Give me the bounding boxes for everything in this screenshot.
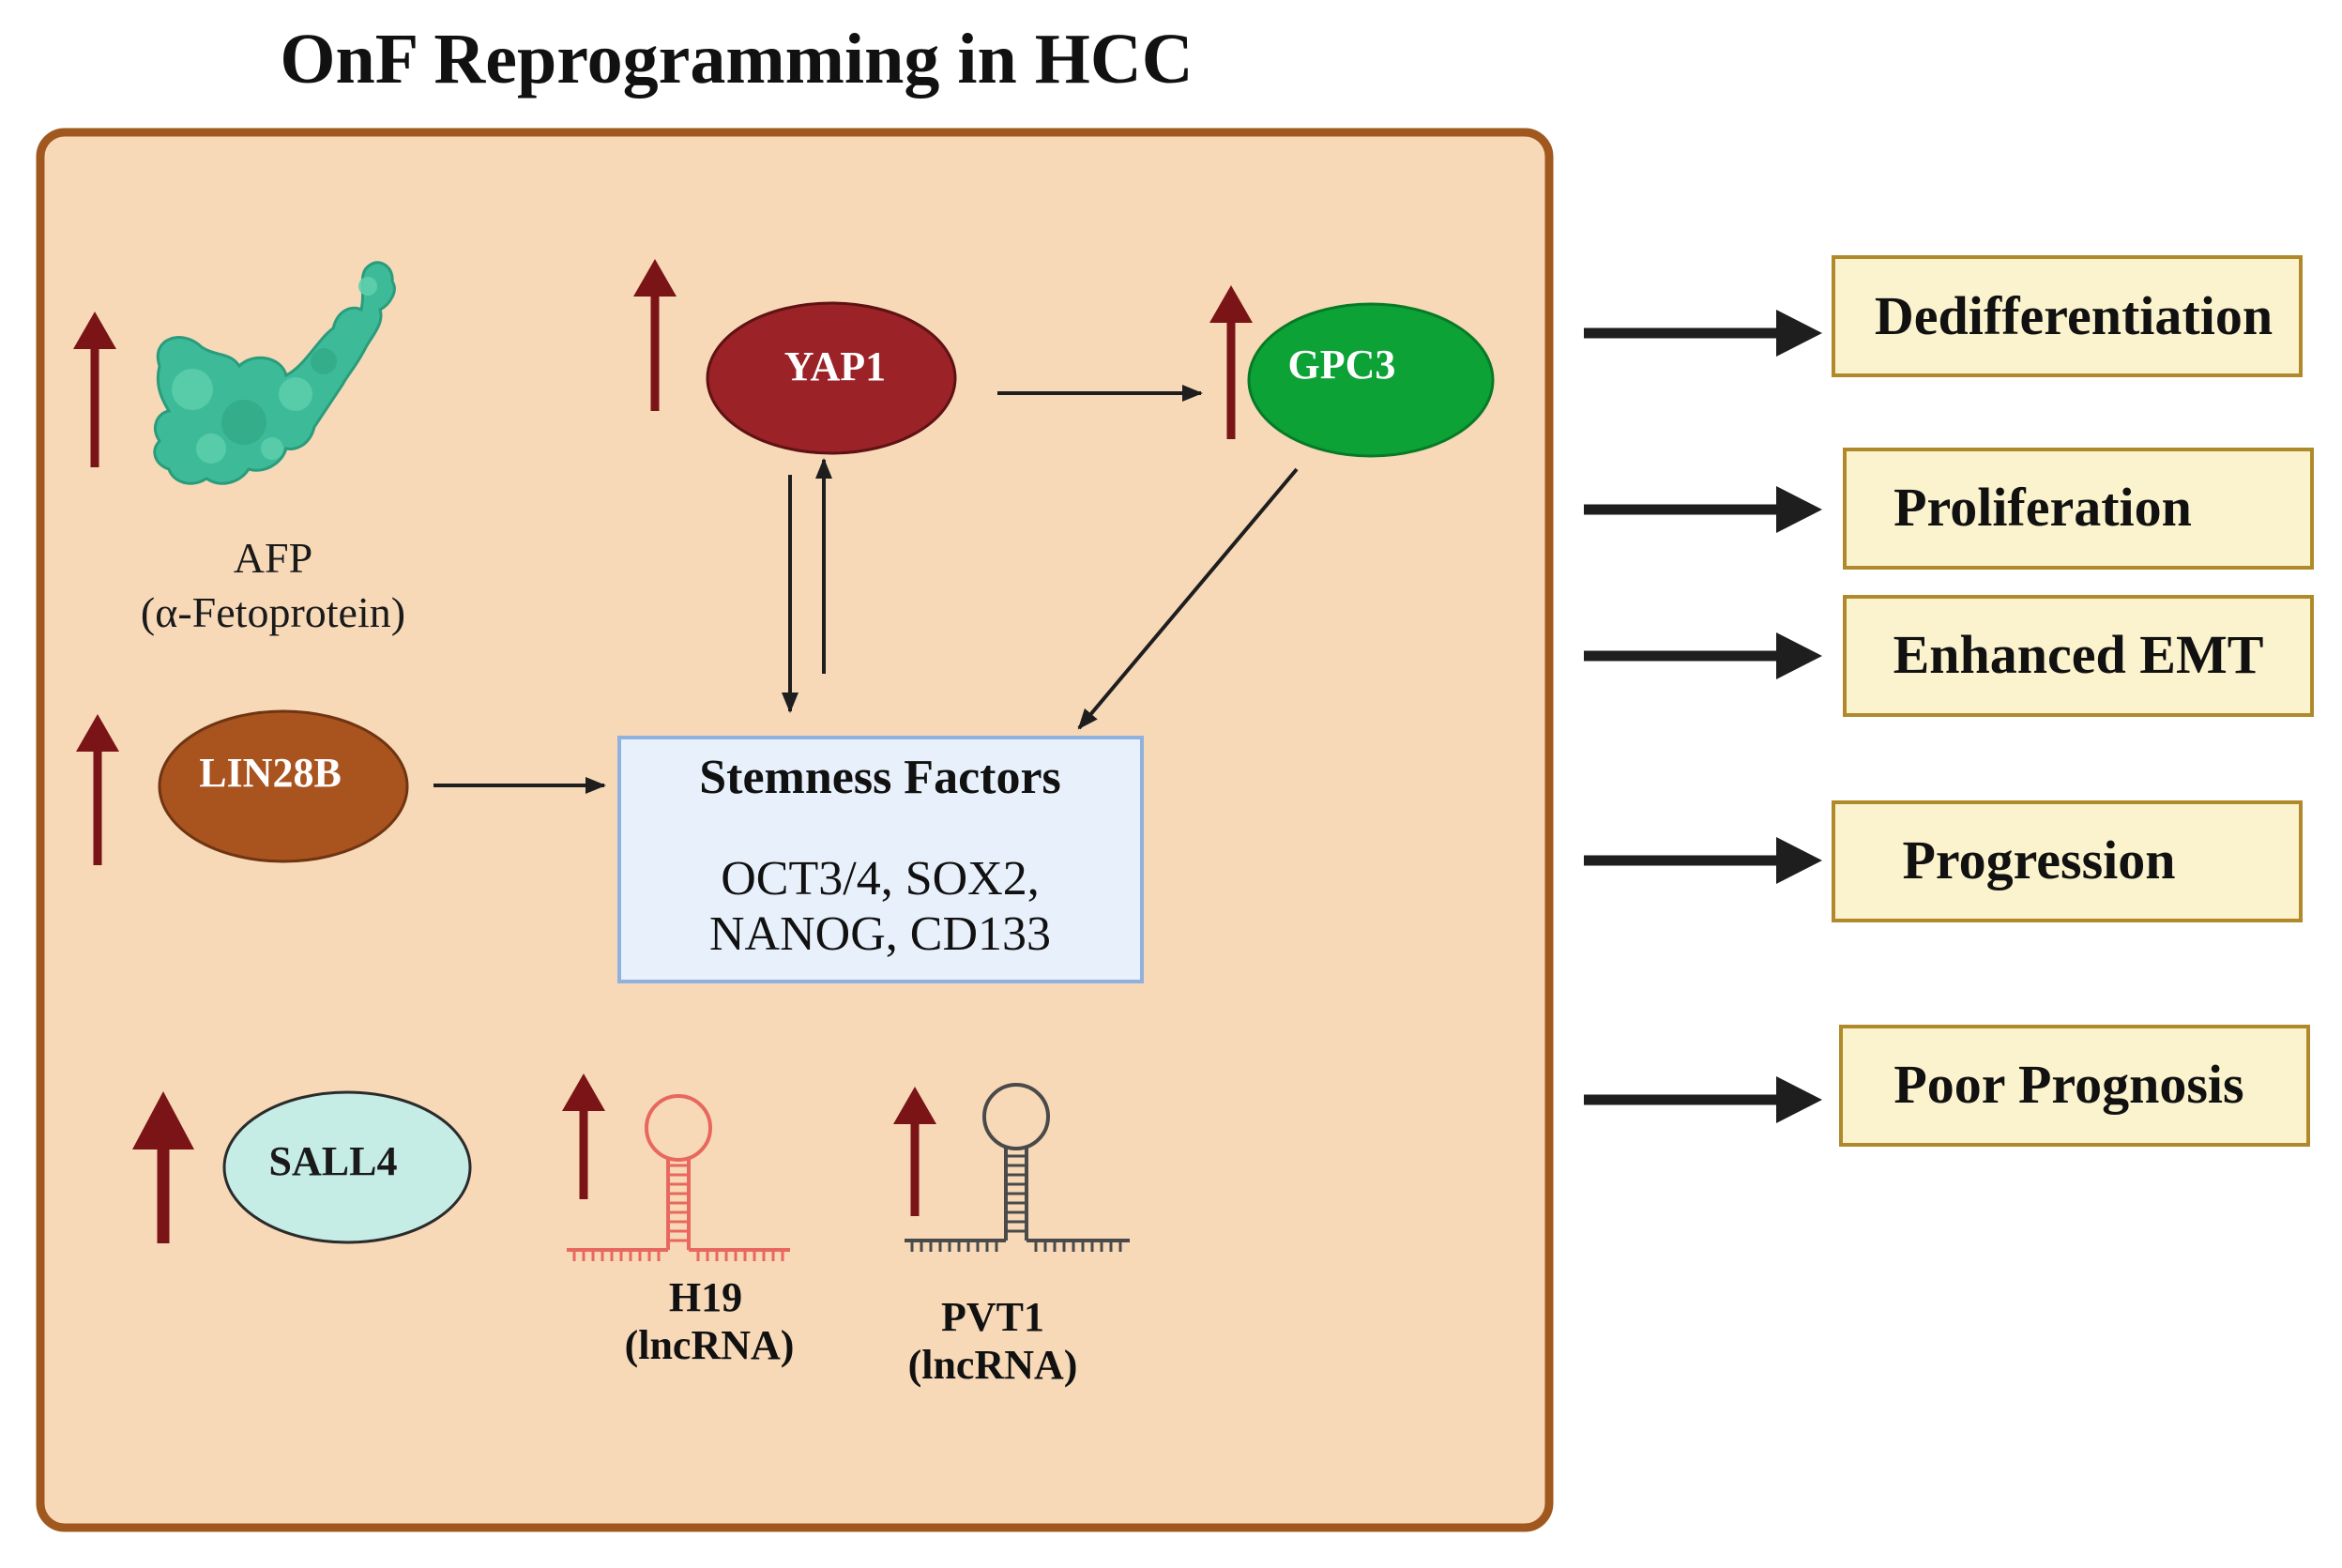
outcome-label: Proliferation xyxy=(1893,477,2192,538)
outcome-label: Poor Prognosis xyxy=(1893,1054,2243,1115)
afp-up-arrow xyxy=(73,312,116,467)
stemness-factors-box: Stemness Factors OCT3/4, SOX2, NANOG, CD… xyxy=(617,736,1144,983)
outcome-box xyxy=(1832,255,2303,377)
outcome-label: Dedifferentiation xyxy=(1875,285,2273,346)
outcome-poor-prognosis: Poor Prognosis xyxy=(1584,1025,2310,1147)
outcome-progression: Progression xyxy=(1584,800,2303,922)
h19-label: H19 xyxy=(669,1274,742,1320)
stemness-line-2: NANOG, CD133 xyxy=(709,907,1051,961)
gpc3-label: GPC3 xyxy=(1288,342,1396,388)
outcome-enhanced-emt: Enhanced EMT xyxy=(1584,595,2314,717)
gpc3-up-arrow xyxy=(1209,285,1253,439)
afp-node: AFP (α-Fetoprotein) xyxy=(73,261,405,636)
outcome-arrow xyxy=(1584,486,1822,533)
afp-protein-icon xyxy=(153,261,396,485)
h19-up-arrow xyxy=(562,1073,605,1199)
outcome-arrow xyxy=(1584,1076,1822,1123)
sall4-label: SALL4 xyxy=(269,1138,398,1184)
yap1-label: YAP1 xyxy=(784,343,886,389)
stemness-line-1: OCT3/4, SOX2, xyxy=(721,852,1039,906)
outcome-label: Progression xyxy=(1902,830,2175,891)
outcome-box xyxy=(1843,595,2314,717)
outcome-arrow xyxy=(1584,310,1822,357)
outcome-dedifferentiation: Dedifferentiation xyxy=(1584,255,2303,377)
pvt1-node: PVT1 (lncRNA) xyxy=(893,1083,1130,1388)
stemness-factors-rect xyxy=(617,736,1144,983)
outcome-label: Enhanced EMT xyxy=(1893,624,2264,685)
pvt1-lncrna-icon xyxy=(905,1083,1130,1252)
lin28b-ellipse xyxy=(158,709,409,863)
gpc3-node: GPC3 xyxy=(1209,285,1495,458)
h19-node: H19 (lncRNA) xyxy=(562,1073,794,1368)
stemness-heading: Stemness Factors xyxy=(699,751,1061,804)
outcome-proliferation: Proliferation xyxy=(1584,448,2314,570)
page-title: OnF Reprogramming in HCC xyxy=(280,20,1193,99)
yap1-node: YAP1 xyxy=(633,259,957,455)
pvt1-label: PVT1 xyxy=(941,1294,1044,1340)
h19-sublabel: (lncRNA) xyxy=(625,1322,795,1368)
gpc3-to-stemness-arrow xyxy=(1077,467,1299,730)
pvt1-up-arrow xyxy=(893,1087,936,1216)
outcome-box xyxy=(1843,448,2314,570)
afp-sublabel: (α-Fetoprotein) xyxy=(141,588,405,636)
lin28b-up-arrow xyxy=(76,714,119,865)
lin28b-node: LIN28B xyxy=(76,709,409,865)
sall4-up-arrow xyxy=(132,1091,194,1243)
outcome-arrow xyxy=(1584,837,1822,884)
afp-label: AFP xyxy=(234,534,312,582)
yap1-up-arrow xyxy=(633,259,677,411)
pvt1-sublabel: (lncRNA) xyxy=(908,1342,1078,1388)
h19-lncrna-icon xyxy=(567,1094,790,1261)
outcome-box xyxy=(1839,1025,2310,1147)
outcome-arrow xyxy=(1584,632,1822,679)
sall4-node: SALL4 xyxy=(132,1090,472,1244)
lin28b-label: LIN28B xyxy=(199,750,342,796)
yap1-ellipse xyxy=(706,301,957,455)
sall4-ellipse xyxy=(222,1090,472,1244)
outcome-box xyxy=(1832,800,2303,922)
gpc3-ellipse xyxy=(1247,302,1495,458)
